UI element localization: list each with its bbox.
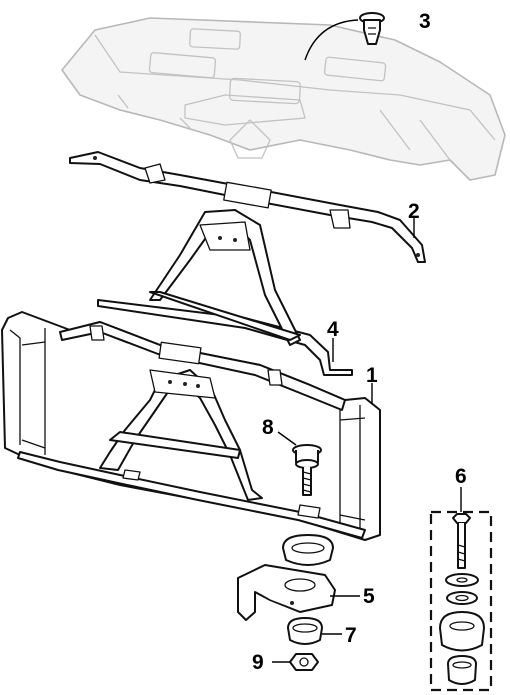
mount-bracket (237, 564, 360, 621)
callout-8: 8 (262, 416, 274, 439)
a-frame-brace (97, 209, 353, 376)
hex-nut (272, 653, 319, 671)
ghost-rear-panel (61, 17, 506, 181)
callout-2: 2 (408, 200, 420, 223)
mount-hardware-kit (429, 487, 493, 692)
upper-cushion (282, 534, 334, 566)
lower-cushion (287, 617, 342, 645)
main-support-frame (1, 311, 381, 541)
upper-cross-bar (69, 151, 426, 263)
retainer-clip (304, 12, 385, 61)
callout-7: 7 (345, 624, 357, 647)
callout-6: 6 (455, 465, 467, 488)
mounting-bolt (277, 431, 322, 496)
callout-1: 1 (366, 364, 378, 387)
callout-3: 3 (419, 10, 431, 33)
callout-4: 4 (327, 318, 339, 341)
callout-9: 9 (252, 651, 264, 674)
callout-5: 5 (363, 585, 375, 608)
